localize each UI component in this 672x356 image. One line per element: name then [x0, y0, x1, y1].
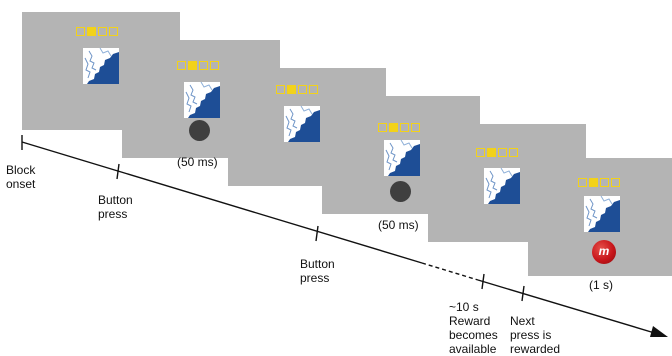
progress-box — [411, 123, 420, 132]
button-press-label-1: Button press — [98, 193, 133, 221]
progress-box — [309, 85, 318, 94]
mm-candy-reward-icon: m — [592, 240, 616, 264]
gray-cue-circle-icon — [189, 120, 210, 141]
gray-cue-circle-icon — [390, 181, 411, 202]
block-onset-label: Block onset — [6, 163, 36, 191]
progress-box — [109, 27, 118, 36]
progress-indicator — [476, 148, 518, 157]
cue-duration-label-2: (50 ms) — [378, 218, 419, 232]
progress-box — [476, 148, 485, 157]
tick-reward-available — [481, 273, 485, 290]
timeline-final-segment — [477, 279, 659, 335]
progress-box — [498, 148, 507, 157]
cue-duration-label-1: (50 ms) — [177, 155, 218, 169]
progress-indicator — [378, 123, 420, 132]
progress-box — [578, 178, 587, 187]
progress-indicator — [578, 178, 620, 187]
tick-next-press — [521, 285, 525, 302]
timeline-dashed-segment — [421, 262, 479, 281]
progress-box-filled — [87, 27, 96, 36]
tick-button-press-2 — [315, 225, 319, 242]
progress-box-filled — [589, 178, 598, 187]
progress-indicator — [276, 85, 318, 94]
progress-box — [378, 123, 387, 132]
progress-box — [210, 61, 219, 70]
progress-box — [76, 27, 85, 36]
progress-box — [98, 27, 107, 36]
progress-box — [400, 123, 409, 132]
reward-duration-label: (1 s) — [589, 278, 613, 292]
progress-box-filled — [487, 148, 496, 157]
next-press-label: Next press is rewarded — [510, 314, 561, 356]
fractal-image-icon — [484, 168, 520, 204]
fractal-image-icon — [284, 106, 320, 142]
progress-box — [600, 178, 609, 187]
progress-box — [276, 85, 285, 94]
fractal-image-icon — [184, 82, 220, 118]
button-press-label-2: Button press — [300, 257, 335, 285]
fractal-image-icon — [584, 196, 620, 232]
progress-box-filled — [389, 123, 398, 132]
tick-button-press-1 — [116, 163, 120, 180]
progress-box — [611, 178, 620, 187]
progress-indicator — [76, 27, 118, 36]
progress-box — [298, 85, 307, 94]
progress-indicator — [177, 61, 219, 70]
progress-box — [177, 61, 186, 70]
progress-box — [509, 148, 518, 157]
fractal-image-icon — [83, 48, 119, 84]
timeline-arrowhead — [650, 326, 668, 337]
fractal-image-icon — [384, 140, 420, 176]
frame-6: m — [528, 158, 672, 276]
progress-box-filled — [287, 85, 296, 94]
reward-available-label: ~10 s Reward becomes available — [449, 300, 498, 356]
progress-box — [199, 61, 208, 70]
progress-box-filled — [188, 61, 197, 70]
timeline-solid-segment — [21, 141, 423, 264]
